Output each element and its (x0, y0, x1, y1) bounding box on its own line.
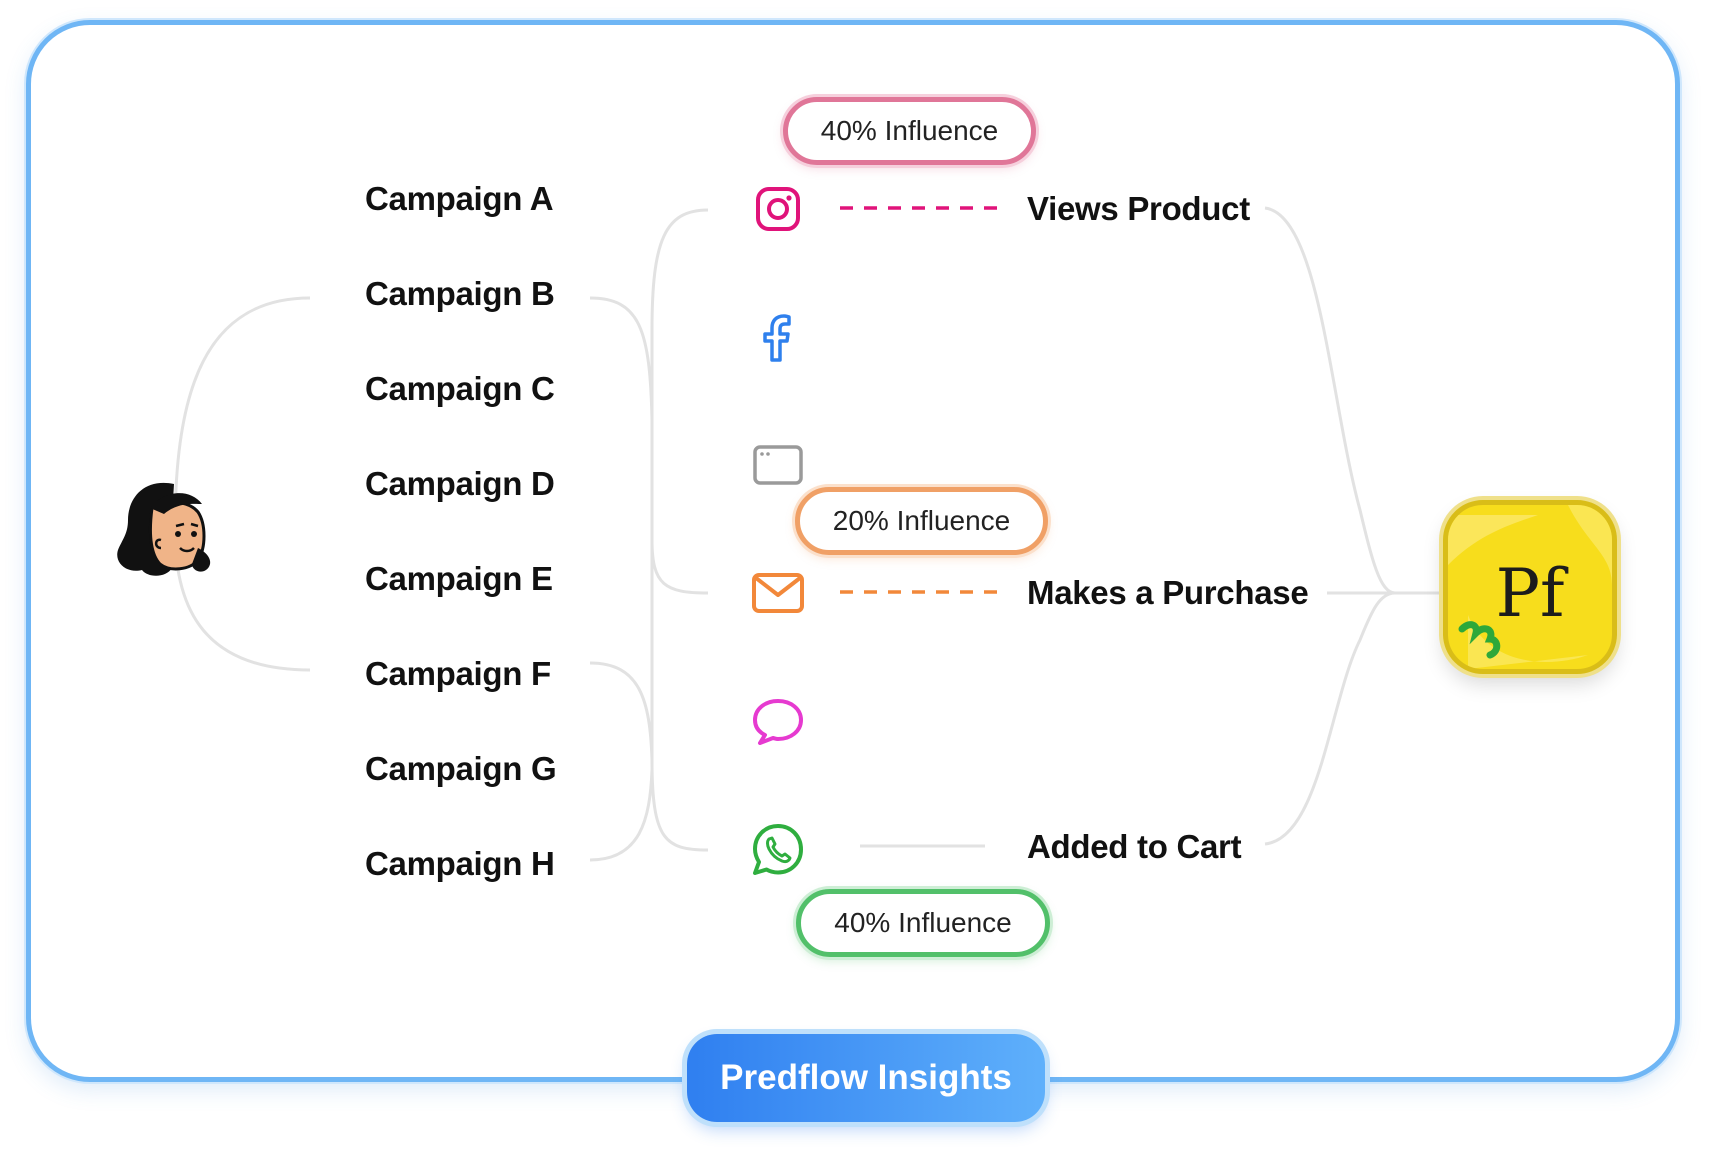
connector-channel-spine (650, 208, 709, 852)
logo-background-swirl (1448, 505, 1612, 669)
connector-campaign-f-channels (589, 661, 654, 761)
predflow-logo: Pf (1443, 500, 1617, 674)
email-icon (752, 573, 804, 613)
logo-text: Pf (1495, 555, 1565, 632)
connector-spine-email (650, 539, 709, 595)
person-avatar-icon (117, 482, 211, 576)
campaign-h-label: Campaign H (365, 845, 555, 882)
event-added-to-cart: Added to Cart (1027, 828, 1242, 865)
influence-pill-views-product: 40% Influence (783, 97, 1036, 165)
facebook-icon (763, 314, 791, 362)
event-makes-purchase: Makes a Purchase (1027, 574, 1309, 611)
predflow-insights-button[interactable]: Predflow Insights (687, 1034, 1045, 1122)
connector-campaign-b-channels (589, 296, 654, 421)
campaign-c-label: Campaign C (365, 370, 555, 407)
influence-pill-makes-purchase: 20% Influence (795, 487, 1048, 555)
campaign-e-label: Campaign E (365, 560, 553, 597)
campaign-b-label: Campaign B (365, 275, 555, 312)
event-views-product: Views Product (1027, 190, 1250, 227)
campaign-g-label: Campaign G (365, 750, 557, 787)
web-browser-icon (753, 445, 803, 485)
influence-pill-added-to-cart: 40% Influence (796, 889, 1050, 957)
campaign-a-label: Campaign A (365, 180, 554, 217)
instagram-icon (756, 187, 800, 231)
chat-bubble-icon (753, 699, 803, 745)
connector-views-logo (1264, 206, 1396, 595)
campaign-d-label: Campaign D (365, 465, 555, 502)
campaign-f-label: Campaign F (365, 655, 551, 692)
whatsapp-icon (753, 824, 803, 875)
connector-cart-logo (1264, 591, 1396, 846)
connector-person-campaign-b (173, 296, 311, 531)
connector-campaign-h-channels (589, 769, 654, 862)
